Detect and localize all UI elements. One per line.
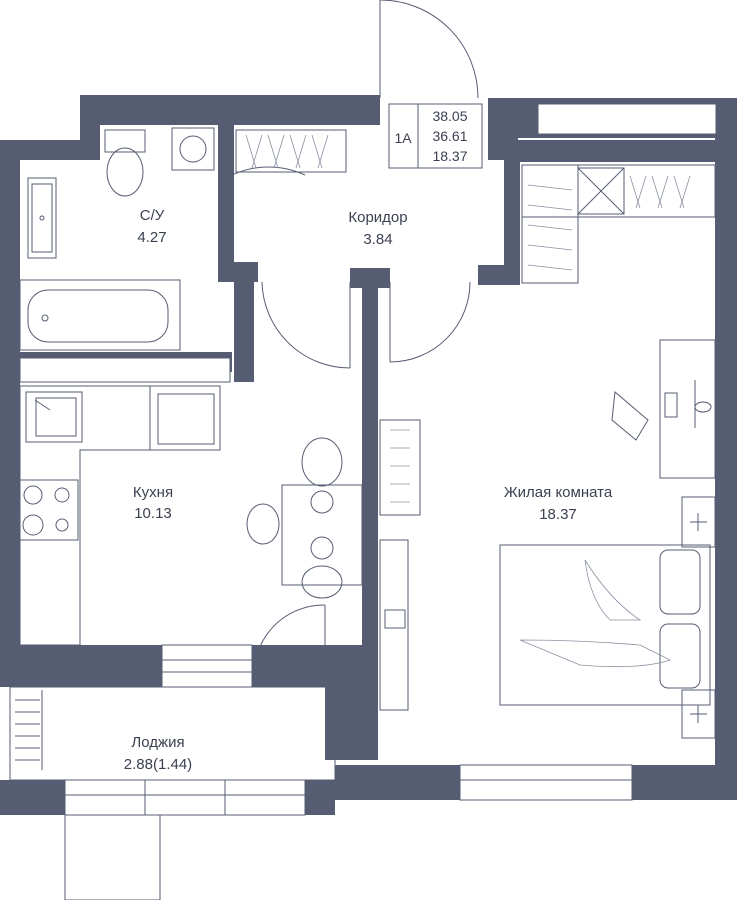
loggia-name: Лоджия [131, 734, 184, 751]
stove-icon [19, 479, 79, 541]
kitchen-name: Кухня [133, 484, 173, 501]
room-area: 18.37 [432, 148, 467, 164]
apartment-info-box: 1А 38.05 36.61 18.37 [388, 103, 483, 169]
corridor-name: Коридор [348, 209, 407, 226]
living-room-furniture [379, 164, 716, 739]
total-area: 38.05 [432, 108, 467, 124]
loggia-area: 2.88(1.44) [124, 756, 192, 773]
dining-table-icon [246, 437, 363, 599]
loggia-rack-icon [15, 690, 43, 770]
walls [0, 95, 737, 815]
bathroom-fixtures [19, 127, 215, 351]
kitchen-furniture [19, 385, 363, 646]
bathroom-area: 4.27 [137, 229, 166, 246]
living-area-total: 36.61 [432, 128, 467, 144]
toilet-icon [104, 129, 146, 197]
corridor-wardrobe [235, 129, 347, 173]
apartment-type: 1А [394, 130, 412, 146]
loggia-outline [9, 686, 336, 900]
monitor-icon [664, 380, 712, 428]
doors [231, 0, 479, 688]
living-room-area: 18.37 [539, 506, 577, 523]
kitchen-area: 10.13 [134, 505, 172, 522]
bathroom-name: С/У [140, 207, 165, 224]
windows [19, 103, 717, 816]
corridor-area: 3.84 [363, 231, 392, 248]
living-room-name: Жилая комната [504, 484, 613, 501]
washing-machine-icon [171, 127, 215, 171]
room-labels: С/У 4.27 Коридор 3.84 Кухня 10.13 Жилая … [124, 207, 613, 773]
chair-icon [611, 391, 649, 441]
